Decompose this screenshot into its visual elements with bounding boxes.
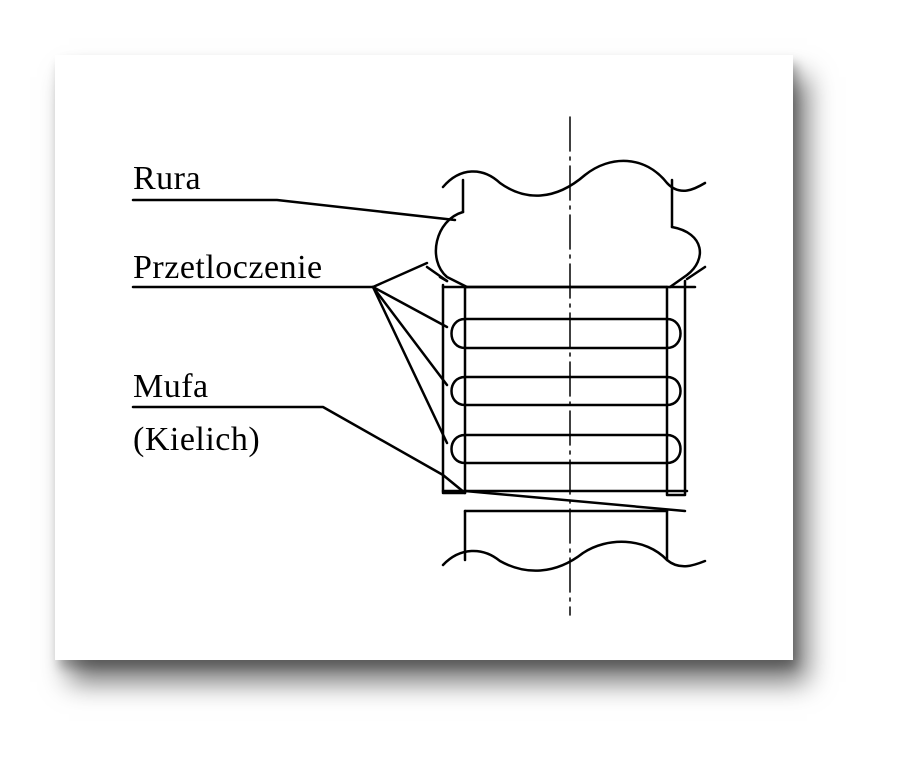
- socket-left-wall: [441, 283, 467, 495]
- pipe-socket-drawing: [131, 116, 707, 616]
- socket-right-wall: [665, 279, 687, 497]
- label-rura: Rura: [133, 160, 202, 197]
- label-kielich: (Kielich): [133, 421, 261, 458]
- pipe-left-bulge: [434, 210, 469, 289]
- pipe-right-bulge: [668, 225, 702, 289]
- figure-frame: Rura Przetloczenie Mufa (Kielich): [55, 55, 793, 660]
- rib-1: [450, 317, 682, 350]
- label-przetloczenie: Przetloczenie: [133, 249, 323, 286]
- label-mufa: Mufa: [133, 368, 209, 405]
- pipe-top-break: [441, 159, 707, 197]
- rib-3: [450, 433, 682, 465]
- pipe-bottom-break: [441, 540, 707, 572]
- leader-mufa: [131, 405, 445, 477]
- leader-rura: [131, 198, 457, 222]
- rib-2: [450, 375, 682, 407]
